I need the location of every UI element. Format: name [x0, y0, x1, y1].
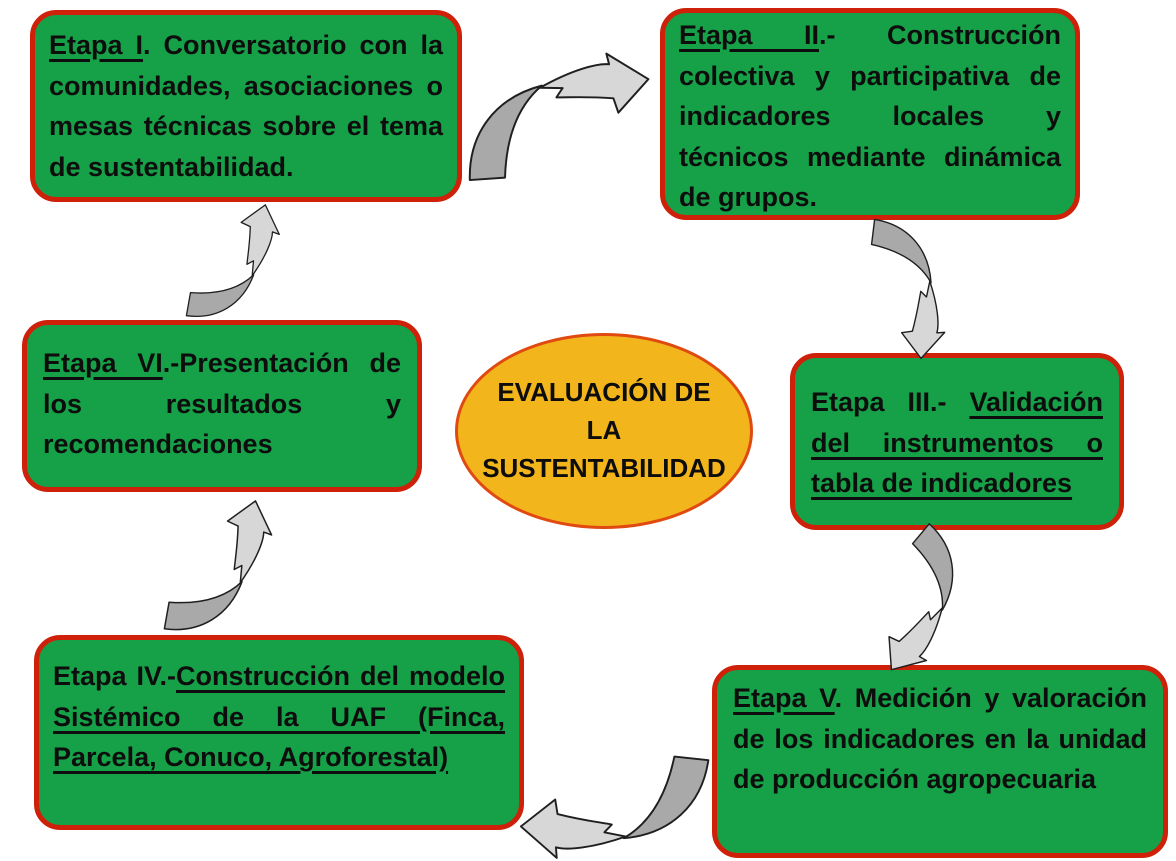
stage-2-label: Etapa II — [679, 20, 820, 50]
stage-box-etapa-2: Etapa II.- Construcción colectiva y part… — [660, 8, 1080, 220]
stage-4-text: Construcción del modelo Sistémico de la … — [53, 661, 505, 772]
curved-arrow-6-icon — [185, 194, 285, 330]
stage-box-etapa-5: Etapa V. Medición y valoración de los in… — [712, 665, 1168, 858]
stage-box-etapa-4: Etapa IV.-Construcción del modelo Sistém… — [34, 635, 524, 830]
stage-box-etapa-3: Etapa III.- Validación del instrumentos … — [790, 353, 1124, 530]
curved-arrow-2-icon — [857, 218, 959, 362]
curved-arrow-4-icon — [517, 740, 710, 861]
stage-1-text: . Conversatorio con la comunidades, asoc… — [49, 30, 443, 182]
stage-4-label: Etapa IV.- — [53, 661, 177, 691]
stage-3-text: Validación del instrumentos o tabla de i… — [811, 387, 1103, 498]
stage-box-etapa-1: Etapa I. Conversatorio con la comunidade… — [30, 10, 462, 202]
stage-6-label: Etapa VI — [43, 348, 163, 378]
stage-5-label: Etapa V — [733, 683, 835, 713]
stage-5-text: . Medición y valoración de los indicador… — [733, 683, 1147, 794]
center-title: EVALUACIÓN DE LA SUSTENTABILIDAD — [482, 377, 726, 483]
stage-3-label: Etapa III.- — [811, 387, 970, 417]
curved-arrow-3-icon — [841, 523, 996, 684]
curved-arrow-5-icon — [163, 488, 278, 646]
stage-2-text: .- Construcción colectiva y participativ… — [679, 20, 1061, 212]
stage-6-text: .-Presentación de los resultados y recom… — [43, 348, 401, 459]
center-ellipse: EVALUACIÓN DE LA SUSTENTABILIDAD — [455, 333, 753, 529]
stage-1-label: Etapa I — [49, 30, 144, 60]
curved-arrow-1-icon — [460, 49, 656, 182]
stage-box-etapa-6: Etapa VI.-Presentación de los resultados… — [22, 320, 422, 492]
